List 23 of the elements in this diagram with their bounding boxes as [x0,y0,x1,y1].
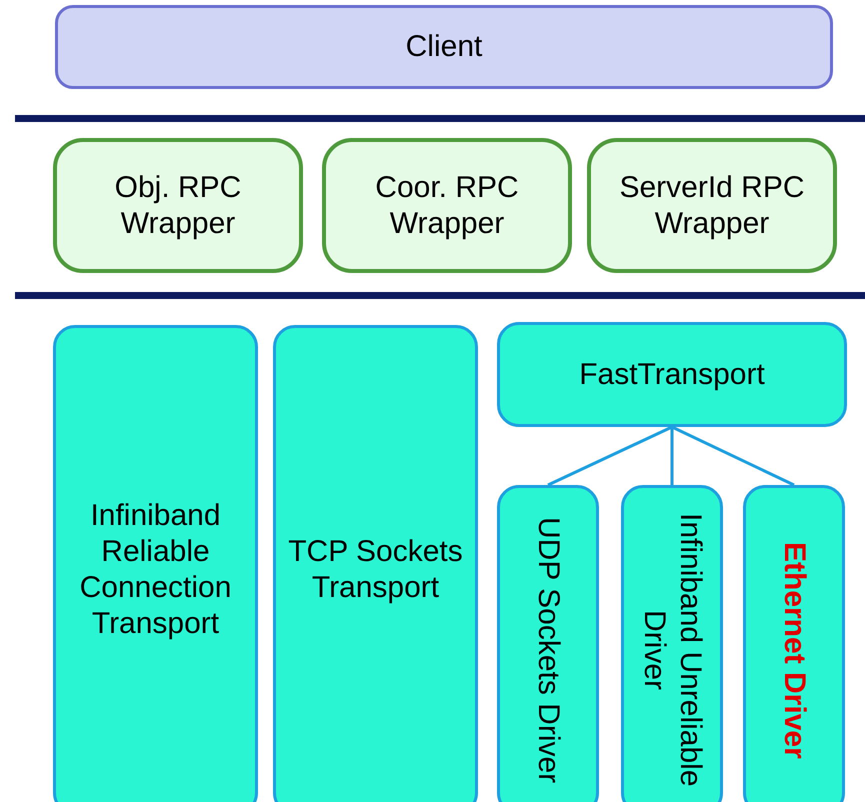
transport-box [497,322,847,427]
connector-line [547,426,673,486]
transport-box [273,325,478,802]
box-label: Ethernet Driver [777,542,812,758]
box-label: Infiniband Unreliable Driver [637,512,708,789]
transport-box [497,485,599,802]
connector-line [671,426,795,486]
wrapper-box [587,138,837,273]
wrapper-box [53,138,303,273]
box-label: FastTransport [578,356,766,392]
box-label: Coor. RPC Wrapper [374,170,520,242]
box-label: UDP Sockets Driver [531,516,566,784]
box-label: Infiniband Reliable Connection Transport [78,498,232,642]
box-label: ServerId RPC Wrapper [618,170,806,242]
client-box [55,5,833,89]
wrapper-box [322,138,572,273]
box-label: Client [406,29,482,65]
transport-box [53,325,258,802]
box-label: TCP Sockets Transport [287,534,464,606]
box-label: Obj. RPC Wrapper [114,170,242,242]
transport-box [621,485,723,802]
connector-line [670,427,674,485]
transport-box [743,485,845,802]
